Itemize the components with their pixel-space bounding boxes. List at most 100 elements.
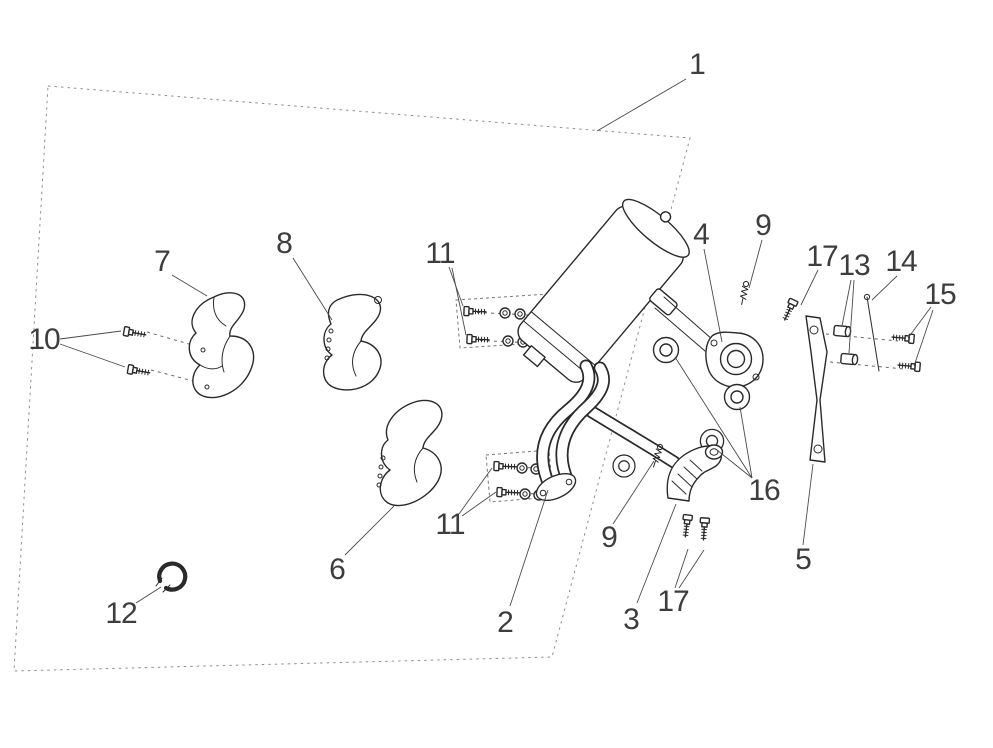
bolt-icon: [496, 486, 520, 498]
bushing-icon: [832, 324, 852, 338]
bracket-plate: [805, 315, 828, 463]
callout-16: 16: [748, 474, 780, 507]
shield-tab: [378, 464, 384, 470]
flange-hole: [539, 489, 547, 497]
heat-shield-bellows: [666, 444, 724, 502]
flange-hole: [565, 478, 573, 486]
leader-line: [678, 549, 705, 589]
pipe-tube-core: [557, 363, 609, 486]
washer-icon: [519, 488, 531, 500]
leader-line: [716, 449, 753, 479]
leader-line: [596, 78, 687, 132]
callout-14: 14: [885, 245, 917, 278]
clamp-ear: [155, 577, 163, 587]
flange-port-inner: [726, 349, 746, 369]
grommet-icon: [652, 336, 680, 364]
rubber-bushings: [832, 324, 859, 366]
flange-bolt-hole: [752, 373, 760, 381]
muffler-end-nub: [659, 211, 672, 223]
leader-line: [451, 267, 467, 336]
callout-11-upper: 11: [425, 237, 454, 270]
leader-line: [509, 489, 549, 607]
shield-detail: [352, 340, 362, 377]
pipe-tube-core: [537, 361, 594, 492]
bolt-icon: [463, 305, 487, 317]
shield-outline: [322, 293, 382, 391]
leader-line: [800, 269, 819, 306]
callout-10: 10: [28, 323, 60, 356]
muffler-tailpipe: [649, 288, 678, 316]
callout-8: 8: [276, 227, 292, 260]
leader-line: [171, 274, 208, 297]
leader-line: [135, 586, 162, 604]
clamp-ear: [162, 584, 171, 593]
joint-bolts: [680, 513, 711, 541]
leader-line: [612, 460, 655, 525]
shield-tab: [325, 346, 331, 352]
bellows-outlet: [704, 444, 724, 460]
shield-tab: [380, 455, 386, 461]
bolt-icon: [126, 363, 152, 378]
callout-7: 7: [154, 245, 170, 278]
outlet-flange: [654, 296, 764, 388]
shield-tab: [328, 328, 334, 334]
bolt-icon: [122, 325, 148, 340]
callout-4: 4: [693, 218, 709, 251]
axis-dashed-line: [829, 361, 905, 370]
grommet-icon: [612, 454, 636, 478]
callout-12: 12: [105, 597, 137, 630]
shield-tab: [326, 337, 332, 343]
leader-line: [703, 248, 723, 343]
muffler-inlet: [522, 345, 546, 368]
mount-hole: [200, 347, 206, 353]
clamp-ring: [157, 561, 188, 592]
leader-line: [739, 406, 753, 479]
callout-15: 15: [924, 278, 956, 311]
shield-outline: [188, 292, 255, 399]
leader-lines: [59, 78, 934, 607]
washer-icon: [502, 335, 514, 347]
leader-line: [59, 343, 126, 368]
leader-line: [913, 309, 934, 367]
shield-tab: [376, 482, 382, 488]
bolt-icon: [779, 297, 799, 323]
bolt-icon: [896, 359, 922, 373]
washer-icon: [516, 462, 528, 474]
callout-5: 5: [795, 543, 811, 576]
bolt-icon: [493, 460, 517, 472]
leader-line: [344, 505, 395, 556]
leader-line: [59, 330, 122, 340]
bolt-icon: [698, 516, 711, 541]
bolt-icon: [680, 513, 694, 539]
leader-line: [871, 275, 898, 301]
bellows-outlet-inner: [709, 448, 719, 456]
leader-line: [636, 503, 677, 604]
shield-detail: [199, 296, 231, 373]
heat-shield-upper-left: [188, 292, 255, 399]
leader-line: [461, 491, 497, 517]
shield-tab: [377, 473, 383, 479]
callout-9-lower: 9: [601, 521, 617, 554]
flange-bolt-hole: [710, 339, 718, 347]
axis-dashed-line: [146, 331, 197, 347]
callout-1: 1: [689, 48, 705, 81]
leader-line: [848, 279, 855, 354]
bracket-hole: [809, 325, 819, 335]
callout-labels: 1 7 8 10 11 4 9 17 13 14 15 16 5 9 11 6 …: [28, 48, 957, 639]
assembly-boundary: [13, 85, 691, 672]
callout-6: 6: [329, 553, 345, 586]
leader-line: [841, 279, 852, 327]
mount-hole: [204, 384, 210, 390]
pipe-clamp: [155, 561, 188, 593]
shield-bolts: [122, 325, 152, 378]
callout-2: 2: [497, 606, 513, 639]
heat-shield-middle: [322, 293, 382, 391]
axis-dashed-line: [825, 333, 899, 342]
exhaust-pipe-assembly: [535, 359, 681, 502]
leader-line: [907, 306, 932, 339]
hanger-pin: [863, 293, 880, 372]
callout-11-lower: 11: [435, 508, 464, 541]
leader-line: [802, 463, 814, 546]
